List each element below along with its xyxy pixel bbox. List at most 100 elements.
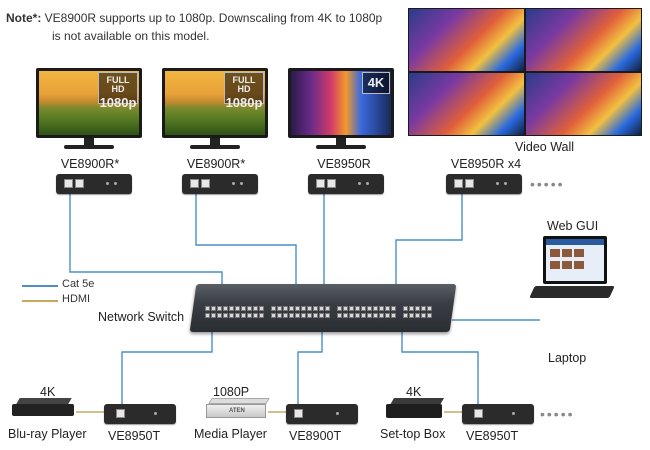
bluray-player-device [12,404,74,416]
gui-thumbnail [574,249,584,257]
cat5e-line-transmitter-2 [297,330,323,404]
cat5e-line-transmitter-3 [401,330,479,404]
status-led [504,182,507,185]
switch-port [373,313,378,318]
set-top-box-device [386,404,442,418]
switch-port [205,306,210,311]
video-wall [408,8,642,136]
badge-line-2: 1080p [99,95,137,110]
status-led [358,182,361,185]
status-led [106,182,109,185]
switch-port [355,306,360,311]
status-led [232,182,235,185]
switch-port [253,306,258,311]
switch-port [313,306,318,311]
receiver-box-1 [56,174,132,194]
status-led [154,412,157,415]
switch-port [271,306,276,311]
monitor-screen: FULL HD 1080p [162,68,268,138]
monitor-stand [336,138,346,146]
switch-port [379,306,384,311]
switch-port [385,313,390,318]
switch-port [349,313,354,318]
lan-port [454,179,463,188]
switch-port [427,313,432,318]
switch-port [271,313,276,318]
transmitter-box-3 [462,404,534,424]
switch-port [409,313,414,318]
gui-thumbnail [550,261,560,269]
source-device-3: Set-top Box [380,427,446,441]
lan-port [474,409,483,418]
gui-thumbnail [574,261,584,269]
switch-port [235,306,240,311]
switch-port [295,313,300,318]
lan-port [316,179,325,188]
switch-port [289,306,294,311]
switch-port [421,306,426,311]
media-player-logo: ATEN [229,408,245,414]
switch-port [391,313,396,318]
source-device-2: Media Player [194,427,267,441]
laptop-keyboard [529,286,615,298]
switch-port [211,313,216,318]
switch-port [277,313,282,318]
monitor-base [316,145,366,149]
source-resolution-1: 4K [40,385,56,399]
switch-port [241,306,246,311]
badge-line-1: FULL HD [232,75,256,94]
switch-port [325,313,330,318]
badge-line-2: 1080p [225,95,263,110]
status-led [114,182,117,185]
receiver-box-3 [308,174,384,194]
video-wall-label: Video Wall [515,140,575,154]
gui-thumbnail [562,261,572,269]
switch-port [307,313,312,318]
switch-port [301,313,306,318]
switch-port [367,313,372,318]
lan-port [116,409,125,418]
lan-port [327,179,336,188]
switch-port [283,313,288,318]
switch-port [337,313,342,318]
switch-port [289,313,294,318]
switch-port [247,306,252,311]
cat5e-line-transmitter-1 [121,330,213,404]
switch-port [427,306,432,311]
lan-port [201,179,210,188]
more-receivers-indicator: ••••• [530,176,565,192]
switch-port [361,313,366,318]
switch-port [415,306,420,311]
video-wall-panel [409,73,524,135]
transmitter-label-2: VE8900T [289,429,342,443]
switch-port [241,313,246,318]
gui-thumbnail [550,249,560,257]
switch-port [229,313,234,318]
receiver-box-2 [182,174,258,194]
video-wall-panel [409,9,524,71]
switch-port [223,306,228,311]
four-k-badge: 4K [362,72,390,94]
receiver-label-4: VE8950R x4 [450,157,522,171]
receiver-label-3: VE8950R [317,157,371,171]
receiver-label-1: VE8900R* [60,157,120,171]
switch-port [277,306,282,311]
switch-port [319,306,324,311]
switch-port [373,306,378,311]
switch-port [379,313,384,318]
note-line-1: Note*: VE8900R supports up to 1080p. Dow… [6,12,382,24]
lan-port [64,179,73,188]
switch-port [415,313,420,318]
legend-swatch-cat5e [22,285,58,287]
switch-port [343,313,348,318]
switch-port [361,306,366,311]
web-gui-label: Web GUI [547,219,599,233]
web-gui-screen [546,239,604,281]
monitor-screen: FULL HD 1080p [36,68,142,138]
status-led [240,182,243,185]
switch-port [217,313,222,318]
status-led [336,412,339,415]
switch-port [283,306,288,311]
switch-port [385,306,390,311]
